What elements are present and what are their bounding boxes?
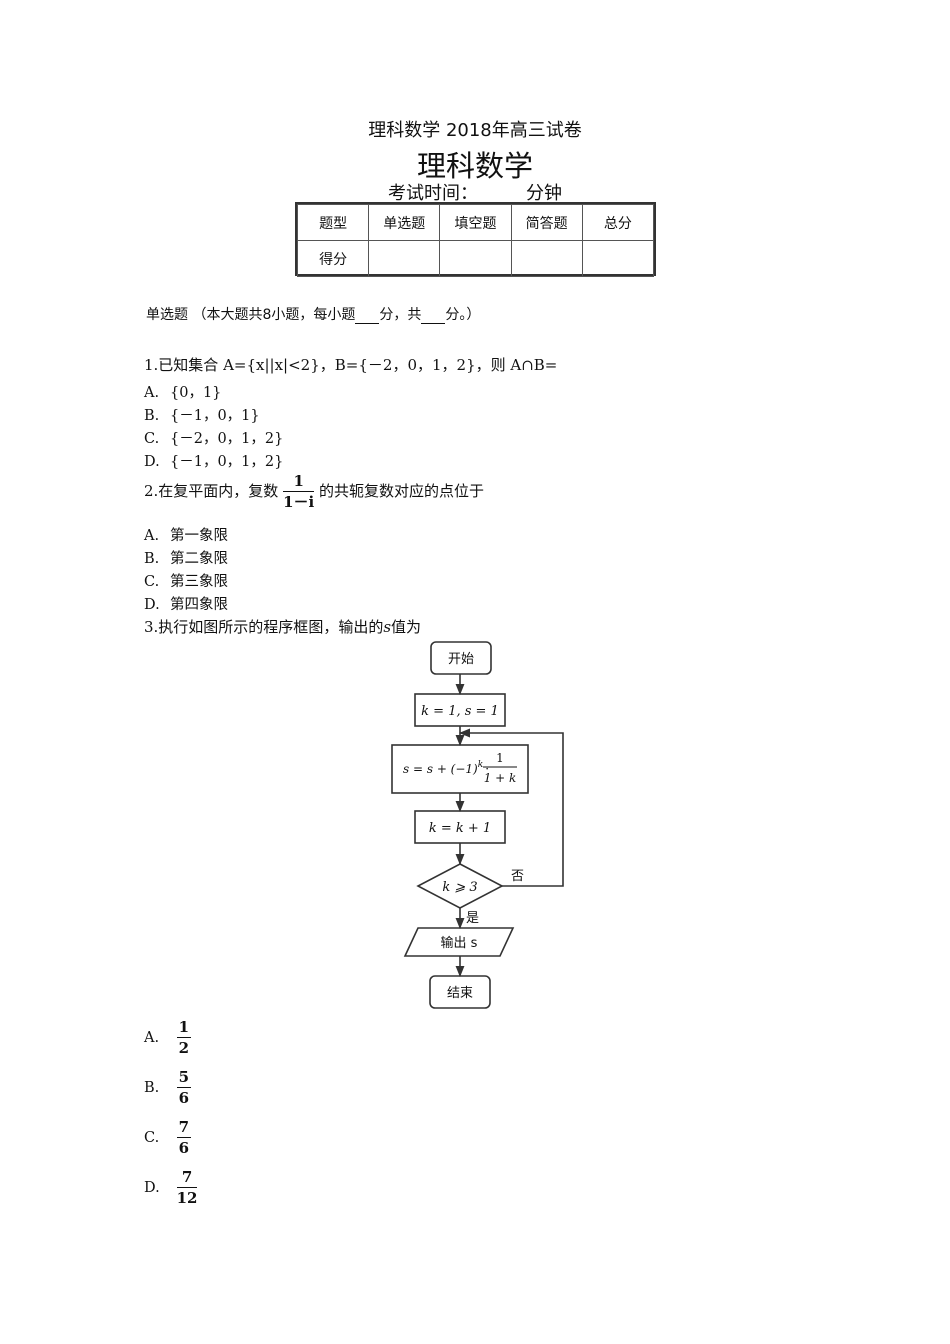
score-table-cell	[439, 240, 512, 277]
section-heading-text: 分。）	[445, 307, 481, 323]
flowchart-no-label: 否	[511, 869, 524, 884]
score-table-cell: 得分	[296, 240, 370, 277]
flowchart-condition-label: k ⩾ 3	[442, 880, 477, 895]
flowchart-output-box	[403, 927, 515, 957]
program-flowchart: 开始 k = 1, s = 1 s = s + (−1)k· 1 1 + k k…	[391, 641, 564, 1009]
flowchart-end-box	[429, 975, 491, 1009]
flowchart-start-box	[430, 641, 492, 675]
exam-time-suffix: 分钟	[526, 183, 562, 204]
score-table-cell: 简答题	[510, 204, 583, 241]
flowchart-update-s-expr: s = s + (−1)k·	[403, 760, 489, 776]
question-1-option-d: D.{－1，0，1，2}	[144, 454, 284, 470]
blank-line	[355, 309, 380, 324]
score-table-cell	[368, 240, 441, 277]
flowchart-yes-label: 是	[466, 911, 479, 926]
document-header: 理科数学 2018年高三试卷	[368, 120, 582, 141]
question-1-option-b: B.{－1，0，1}	[144, 408, 260, 424]
score-table: 题型 单选题 填空题 简答题 总分 得分	[295, 202, 656, 277]
score-table-cell: 题型	[296, 204, 370, 241]
flowchart-update-s-denominator: 1 + k	[484, 771, 517, 785]
flowchart-update-k-label: k = k + 1	[429, 821, 491, 836]
blank-line	[421, 309, 446, 324]
exam-time: 考试时间： 分钟	[0, 179, 950, 205]
section-heading-text: 单选题 （本大题共8小题，每小题	[146, 307, 356, 323]
score-table-score-row: 得分	[296, 240, 655, 277]
exam-time-prefix: 考试时间：	[388, 183, 478, 204]
score-table-cell: 填空题	[439, 204, 512, 241]
document-title: 理科数学	[416, 149, 533, 183]
section-heading: 单选题 （本大题共8小题，每小题 分，共 分。）	[146, 304, 480, 324]
flowchart-init-label: k = 1, s = 1	[421, 704, 499, 719]
score-table-header-row: 题型 单选题 填空题 简答题 总分	[296, 204, 655, 241]
section-heading-text: 分，共	[379, 307, 422, 323]
question-1-stem: 1.已知集合 A={x||x|<2}，B={－2，0，1，2}，则 A∩B=	[144, 356, 558, 374]
flowchart-start-label: 开始	[448, 652, 474, 667]
flowchart-output-label: 输出 s	[441, 935, 478, 951]
question-2-option-d: D.第四象限	[144, 597, 228, 613]
question-2-option-a: A.第一象限	[144, 528, 228, 544]
flowchart-update-s-numerator: 1	[496, 751, 504, 765]
score-table-cell	[510, 240, 583, 277]
question-3-stem: 3.执行如图所示的程序框图，输出的s值为	[144, 618, 422, 636]
score-table-cell: 单选题	[368, 204, 441, 241]
question-1-option-a: A.{0，1}	[144, 385, 222, 401]
question-2-option-c: C.第三象限	[144, 574, 228, 590]
flowchart-end-label: 结束	[447, 986, 473, 1001]
score-table-cell: 总分	[581, 204, 655, 241]
question-1-option-c: C.{－2，0，1，2}	[144, 431, 284, 447]
question-2-option-b: B.第二象限	[144, 551, 228, 567]
score-table-cell	[581, 240, 655, 277]
